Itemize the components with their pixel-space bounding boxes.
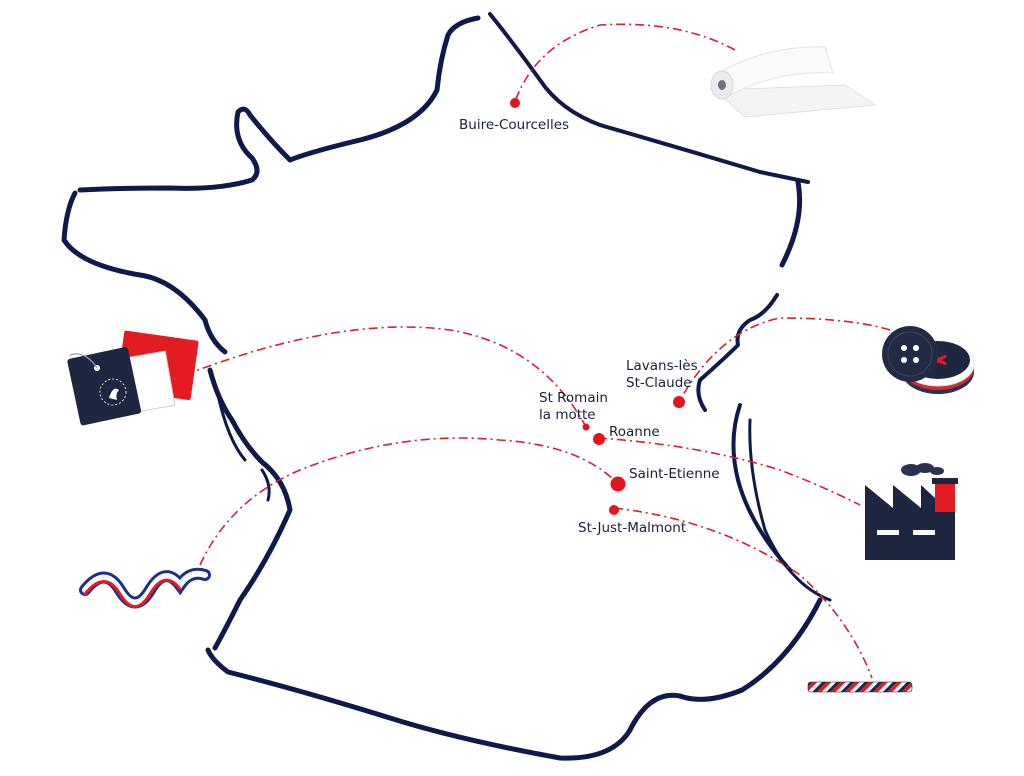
- outline-alps-outer: [748, 418, 832, 602]
- city-label-buire-courcelles: Buire-Courcelles: [459, 117, 569, 133]
- routes: [184, 23, 891, 679]
- label-tags-icon: [67, 330, 199, 426]
- city-label-line: St Romain: [539, 390, 608, 406]
- outline-alps-inner: [731, 403, 792, 572]
- fabric-roll-icon: [710, 46, 877, 118]
- city-label-line: Saint-Etienne: [629, 466, 720, 482]
- button-icon: [882, 326, 975, 394]
- outline-north-coast: [77, 15, 481, 193]
- tricolor-ribbon-icon: [79, 567, 211, 609]
- city-label-line: Lavans-lès: [626, 358, 698, 374]
- factory-icon: [865, 463, 958, 560]
- piping-trim-icon: [807, 681, 913, 693]
- city-marker-saint-etienne: [610, 476, 626, 492]
- outline-aquitaine-notch: [260, 468, 271, 502]
- outline-atlantic: [207, 367, 293, 651]
- route-roll-buire: [514, 23, 736, 103]
- city-marker-buire-courcelles: [510, 98, 520, 108]
- outline-mediterranean: [205, 597, 823, 761]
- city-label-line: la motte: [539, 407, 596, 423]
- city-markers: [510, 98, 685, 515]
- outline-alsace-jura: [696, 293, 779, 412]
- outline-north-east: [488, 12, 810, 184]
- city-label-saint-etienne: Saint-Etienne: [629, 466, 720, 482]
- city-label-line: St-Just-Malmont: [578, 520, 686, 536]
- route-ribbon-stetienne: [199, 437, 618, 566]
- city-label-line: Buire-Courcelles: [459, 117, 569, 133]
- city-label-line: Roanne: [609, 424, 660, 440]
- france-outline: [61, 12, 832, 761]
- route-factory-roanne: [597, 437, 861, 506]
- city-marker-roanne: [593, 433, 605, 445]
- city-marker-lavans-les-st-claude: [673, 396, 685, 408]
- route-tags-stromain: [184, 326, 586, 426]
- route-piping-stjust: [613, 507, 873, 679]
- city-label-st-just-malmont: St-Just-Malmont: [578, 520, 686, 536]
- route-buttons-lavans: [679, 317, 891, 401]
- outline-brittany: [61, 190, 228, 355]
- city-marker-st-romain-la-motte: [582, 423, 590, 431]
- city-label-line: St-Claude: [626, 375, 692, 391]
- city-label-roanne: Roanne: [609, 424, 660, 440]
- city-marker-st-just-malmont: [609, 505, 619, 515]
- outline-atlantic-inner: [216, 393, 247, 462]
- outline-east-vosges: [779, 179, 803, 268]
